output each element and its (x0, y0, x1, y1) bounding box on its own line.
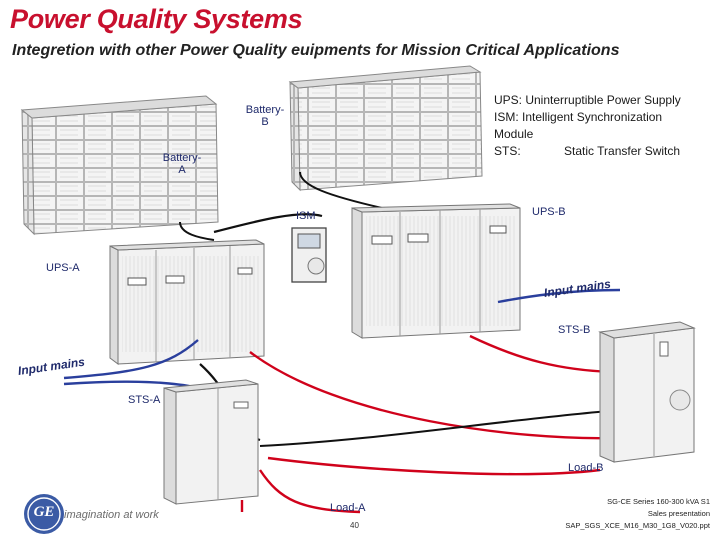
cable-ism-a (213, 213, 323, 234)
cable-battery-b (299, 171, 383, 209)
label-ups-a: UPS-A (46, 262, 80, 274)
ge-logo-text: GE (33, 504, 55, 520)
sts-b-cabinet (598, 321, 696, 463)
page-number: 40 (350, 521, 359, 530)
cable-red-1 (249, 351, 613, 440)
label-ism: ISM (296, 210, 316, 222)
label-sts-b: STS-B (558, 324, 591, 336)
legend-sts: STS: Static Transfer Switch (494, 144, 681, 158)
ge-tagline: imagination at work (64, 509, 159, 521)
ups-a-cabinet (109, 239, 265, 365)
cable-dark-mid (259, 409, 621, 447)
sts-a-cabinet (163, 379, 259, 505)
footer-info: SG-CE Series 160-300 kVA S1 Sales presen… (565, 496, 710, 532)
legend-ism-cont: Module (494, 127, 534, 141)
legend-ups: UPS: Uninterruptible Power Supply (494, 93, 681, 107)
ge-logo (24, 494, 64, 534)
battery-a-rack (20, 95, 219, 236)
label-load-b: Load-B (568, 462, 604, 474)
cable-input-mains-b (497, 288, 621, 304)
label-load-a: Load-A (330, 502, 366, 514)
page-subtitle: Integretion with other Power Quality eui… (12, 42, 620, 59)
cable-input-mains-a (63, 339, 199, 380)
cable-load-a (259, 469, 361, 514)
footer-info-line-3: SAP_SGS_XCE_M16_M30_1G8_V020.ppt (565, 521, 710, 530)
label-ups-b: UPS-B (532, 206, 566, 218)
label-sts-a: STS-A (128, 394, 161, 406)
abbreviation-legend: UPS: Uninterruptible Power Supply ISM: I… (494, 92, 681, 160)
ism-module (291, 227, 327, 283)
label-battery-a: Battery- A (162, 152, 202, 176)
ups-b-cabinet (351, 203, 521, 339)
cable-red-3 (267, 456, 601, 476)
cable-battery-a (179, 221, 215, 241)
footer-info-line-2: Sales presentation (647, 509, 710, 518)
legend-ism: ISM: Intelligent Synchronization (494, 110, 663, 124)
footer-info-line-1: SG-CE Series 160-300 kVA S1 (607, 497, 710, 506)
label-battery-b: Battery- B (245, 104, 285, 128)
battery-b-rack (288, 65, 483, 192)
cable-red-2 (469, 334, 613, 374)
page-title: Power Quality Systems (10, 4, 303, 34)
